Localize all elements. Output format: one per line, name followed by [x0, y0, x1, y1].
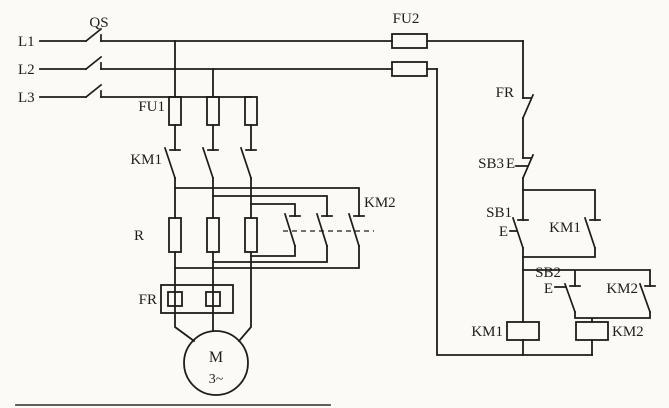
label-fr-overload: FR: [139, 292, 157, 308]
label-fr-contact: FR: [496, 85, 514, 101]
label-km2-seal: KM2: [606, 281, 638, 297]
km2-seal-branch-wires: [522, 269, 651, 356]
fu1-fuse-1: [168, 96, 182, 126]
resistor-r-2: [206, 217, 220, 253]
label-sb2: SB2: [535, 265, 561, 281]
label-l1: L1: [18, 34, 35, 50]
label-km1-coil: KM1: [471, 324, 503, 340]
label-l2: L2: [18, 62, 35, 78]
sb2-button-contact: [554, 282, 581, 314]
label-km2-coil: KM2: [612, 324, 644, 340]
fu2-fuse-1: [391, 33, 428, 49]
label-qs: QS: [89, 15, 108, 31]
fr-overload-contact: [521, 93, 535, 120]
label-fu2: FU2: [393, 11, 420, 27]
km1-main-contacts: [163, 146, 257, 180]
fr-heater-element-1: [167, 291, 183, 307]
label-km1-main: KM1: [130, 152, 162, 168]
sb3-actuator-e: E: [506, 156, 515, 172]
label-km1-seal: KM1: [549, 220, 581, 236]
km2-bypass-wires: [174, 187, 360, 269]
km2-bypass-contacts: [283, 212, 365, 248]
qs-switch-pole-2: [84, 55, 103, 71]
fu1-fuse-2: [206, 96, 220, 126]
power-branch-1-wire: [174, 40, 196, 343]
label-r: R: [134, 228, 144, 244]
power-branch-3-wire: [237, 124, 252, 343]
sb1-actuator-e: E: [499, 224, 508, 240]
fu2-fuse-2: [391, 61, 428, 77]
resistor-r-1: [168, 217, 182, 253]
fr-heater-element-2: [205, 291, 221, 307]
km1-seal-branch-wires: [522, 189, 596, 258]
qs-switch-pole-1: [84, 27, 103, 43]
motor-phase-symbol: 3~: [209, 372, 224, 387]
fr-overload-box: [160, 284, 234, 314]
control-return-wire: [436, 68, 593, 356]
label-sb1: SB1: [486, 205, 512, 221]
motor-letter: M: [209, 349, 223, 366]
resistor-r-3: [244, 217, 258, 253]
qs-switch-pole-3: [84, 83, 103, 99]
label-fu1: FU1: [138, 99, 165, 115]
motor-circle: [183, 330, 249, 396]
sb2-actuator-e: E: [544, 281, 553, 297]
label-km2-bypass: KM2: [364, 195, 396, 211]
km1-coil: [506, 321, 540, 341]
km1-aux-seal-contact: [583, 216, 601, 250]
km2-aux-seal-contact: [638, 282, 656, 314]
sb3-stop-button-contact: [515, 153, 535, 180]
sb1-start-button-contact: [509, 216, 529, 250]
fu1-fuse-3: [244, 96, 258, 126]
km2-coil: [575, 321, 609, 341]
label-l3: L3: [18, 90, 35, 106]
label-sb3: SB3: [478, 156, 504, 172]
